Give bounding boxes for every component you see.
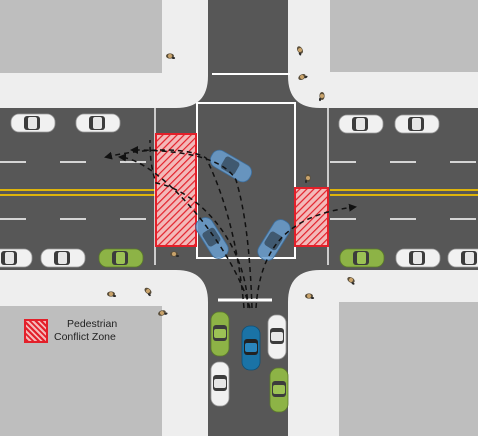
legend-label-line2: Conflict Zone (54, 331, 116, 343)
car-icon (241, 325, 261, 371)
car-icon (338, 114, 384, 134)
car-icon (10, 113, 56, 133)
path-straight-left-lane (104, 149, 245, 309)
conflict-zone-swatch (24, 319, 48, 343)
path-right-turn (255, 203, 357, 309)
car-icon (395, 248, 441, 268)
car-icon (210, 311, 230, 357)
path-left-turn-wide (118, 153, 251, 309)
car-icon (40, 248, 86, 268)
legend-label-line1: Pedestrian (67, 318, 118, 330)
car-icon (75, 113, 121, 133)
car-icon (447, 248, 478, 268)
car-icon (0, 248, 33, 268)
car-icon (394, 114, 440, 134)
car-icon (269, 367, 289, 413)
car-icon (339, 248, 385, 268)
legend: Pedestrian Conflict Zone (24, 318, 117, 344)
car-icon (98, 248, 144, 268)
car-icon (267, 314, 287, 360)
legend-label: Pedestrian Conflict Zone (54, 318, 117, 344)
car-icon (210, 361, 230, 407)
path-u-wide (149, 139, 249, 309)
movement-paths (104, 139, 357, 309)
path-left-turn-upper (130, 146, 253, 309)
